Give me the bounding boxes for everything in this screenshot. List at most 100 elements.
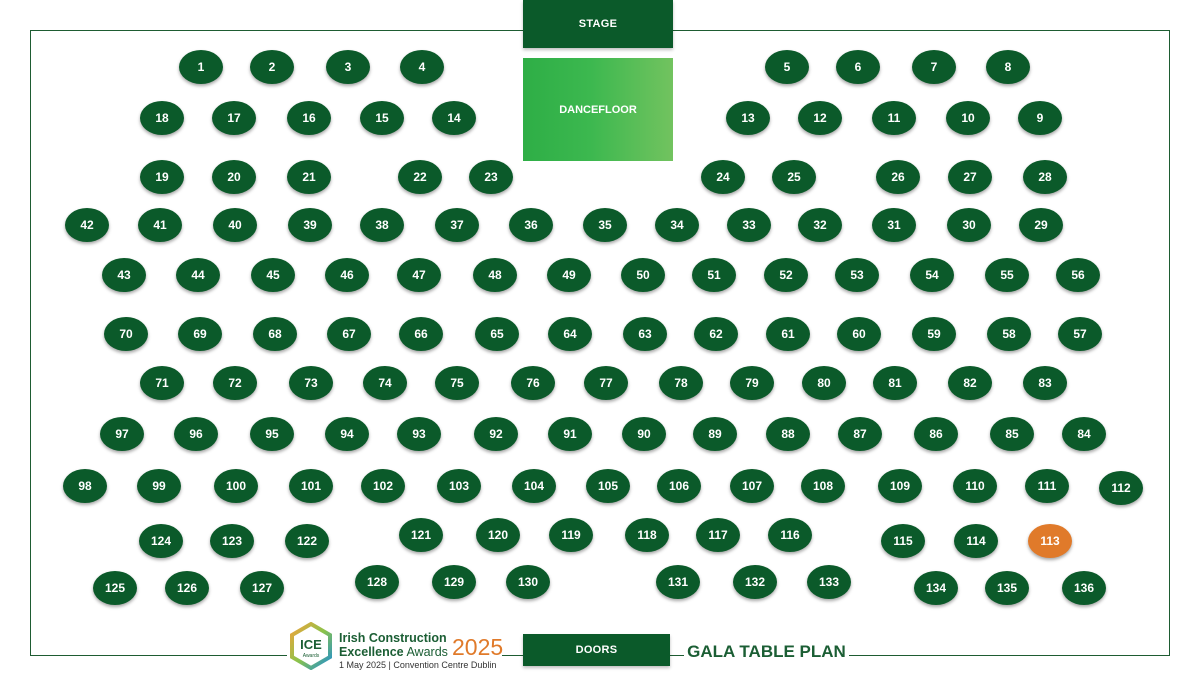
table-92[interactable]: 92 (474, 417, 518, 451)
table-57[interactable]: 57 (1058, 317, 1102, 351)
table-30[interactable]: 30 (947, 208, 991, 242)
table-102[interactable]: 102 (361, 469, 405, 503)
table-95[interactable]: 95 (250, 417, 294, 451)
table-94[interactable]: 94 (325, 417, 369, 451)
table-87[interactable]: 87 (838, 417, 882, 451)
table-54[interactable]: 54 (910, 258, 954, 292)
table-44[interactable]: 44 (176, 258, 220, 292)
table-64[interactable]: 64 (548, 317, 592, 351)
table-22[interactable]: 22 (398, 160, 442, 194)
table-3[interactable]: 3 (326, 50, 370, 84)
table-36[interactable]: 36 (509, 208, 553, 242)
table-83[interactable]: 83 (1023, 366, 1067, 400)
table-21[interactable]: 21 (287, 160, 331, 194)
table-67[interactable]: 67 (327, 317, 371, 351)
table-129[interactable]: 129 (432, 565, 476, 599)
table-33[interactable]: 33 (727, 208, 771, 242)
table-72[interactable]: 72 (213, 366, 257, 400)
table-4[interactable]: 4 (400, 50, 444, 84)
table-73[interactable]: 73 (289, 366, 333, 400)
table-106[interactable]: 106 (657, 469, 701, 503)
table-108[interactable]: 108 (801, 469, 845, 503)
table-118[interactable]: 118 (625, 518, 669, 552)
table-31[interactable]: 31 (872, 208, 916, 242)
table-105[interactable]: 105 (586, 469, 630, 503)
table-104[interactable]: 104 (512, 469, 556, 503)
table-47[interactable]: 47 (397, 258, 441, 292)
table-2[interactable]: 2 (250, 50, 294, 84)
table-7[interactable]: 7 (912, 50, 956, 84)
table-15[interactable]: 15 (360, 101, 404, 135)
table-127[interactable]: 127 (240, 571, 284, 605)
table-82[interactable]: 82 (948, 366, 992, 400)
table-1[interactable]: 1 (179, 50, 223, 84)
table-49[interactable]: 49 (547, 258, 591, 292)
table-42[interactable]: 42 (65, 208, 109, 242)
table-77[interactable]: 77 (584, 366, 628, 400)
table-58[interactable]: 58 (987, 317, 1031, 351)
table-84[interactable]: 84 (1062, 417, 1106, 451)
table-23[interactable]: 23 (469, 160, 513, 194)
table-69[interactable]: 69 (178, 317, 222, 351)
table-89[interactable]: 89 (693, 417, 737, 451)
table-121[interactable]: 121 (399, 518, 443, 552)
table-125[interactable]: 125 (93, 571, 137, 605)
table-93[interactable]: 93 (397, 417, 441, 451)
table-74[interactable]: 74 (363, 366, 407, 400)
table-39[interactable]: 39 (288, 208, 332, 242)
table-119[interactable]: 119 (549, 518, 593, 552)
table-17[interactable]: 17 (212, 101, 256, 135)
table-115[interactable]: 115 (881, 524, 925, 558)
table-25[interactable]: 25 (772, 160, 816, 194)
table-24[interactable]: 24 (701, 160, 745, 194)
table-96[interactable]: 96 (174, 417, 218, 451)
table-12[interactable]: 12 (798, 101, 842, 135)
table-124[interactable]: 124 (139, 524, 183, 558)
table-10[interactable]: 10 (946, 101, 990, 135)
table-52[interactable]: 52 (764, 258, 808, 292)
table-126[interactable]: 126 (165, 571, 209, 605)
table-79[interactable]: 79 (730, 366, 774, 400)
table-71[interactable]: 71 (140, 366, 184, 400)
table-97[interactable]: 97 (100, 417, 144, 451)
table-27[interactable]: 27 (948, 160, 992, 194)
table-28[interactable]: 28 (1023, 160, 1067, 194)
table-51[interactable]: 51 (692, 258, 736, 292)
table-128[interactable]: 128 (355, 565, 399, 599)
table-110[interactable]: 110 (953, 469, 997, 503)
table-81[interactable]: 81 (873, 366, 917, 400)
table-6[interactable]: 6 (836, 50, 880, 84)
table-120[interactable]: 120 (476, 518, 520, 552)
table-18[interactable]: 18 (140, 101, 184, 135)
table-100[interactable]: 100 (214, 469, 258, 503)
table-32[interactable]: 32 (798, 208, 842, 242)
table-20[interactable]: 20 (212, 160, 256, 194)
table-78[interactable]: 78 (659, 366, 703, 400)
table-113[interactable]: 113 (1028, 524, 1072, 558)
table-35[interactable]: 35 (583, 208, 627, 242)
table-34[interactable]: 34 (655, 208, 699, 242)
table-111[interactable]: 111 (1025, 469, 1069, 503)
table-136[interactable]: 136 (1062, 571, 1106, 605)
table-114[interactable]: 114 (954, 524, 998, 558)
table-117[interactable]: 117 (696, 518, 740, 552)
table-45[interactable]: 45 (251, 258, 295, 292)
table-5[interactable]: 5 (765, 50, 809, 84)
table-61[interactable]: 61 (766, 317, 810, 351)
table-53[interactable]: 53 (835, 258, 879, 292)
table-99[interactable]: 99 (137, 469, 181, 503)
table-11[interactable]: 11 (872, 101, 916, 135)
table-75[interactable]: 75 (435, 366, 479, 400)
table-76[interactable]: 76 (511, 366, 555, 400)
table-135[interactable]: 135 (985, 571, 1029, 605)
table-50[interactable]: 50 (621, 258, 665, 292)
table-38[interactable]: 38 (360, 208, 404, 242)
table-85[interactable]: 85 (990, 417, 1034, 451)
table-55[interactable]: 55 (985, 258, 1029, 292)
table-112[interactable]: 112 (1099, 471, 1143, 505)
table-101[interactable]: 101 (289, 469, 333, 503)
table-66[interactable]: 66 (399, 317, 443, 351)
table-107[interactable]: 107 (730, 469, 774, 503)
table-8[interactable]: 8 (986, 50, 1030, 84)
table-98[interactable]: 98 (63, 469, 107, 503)
